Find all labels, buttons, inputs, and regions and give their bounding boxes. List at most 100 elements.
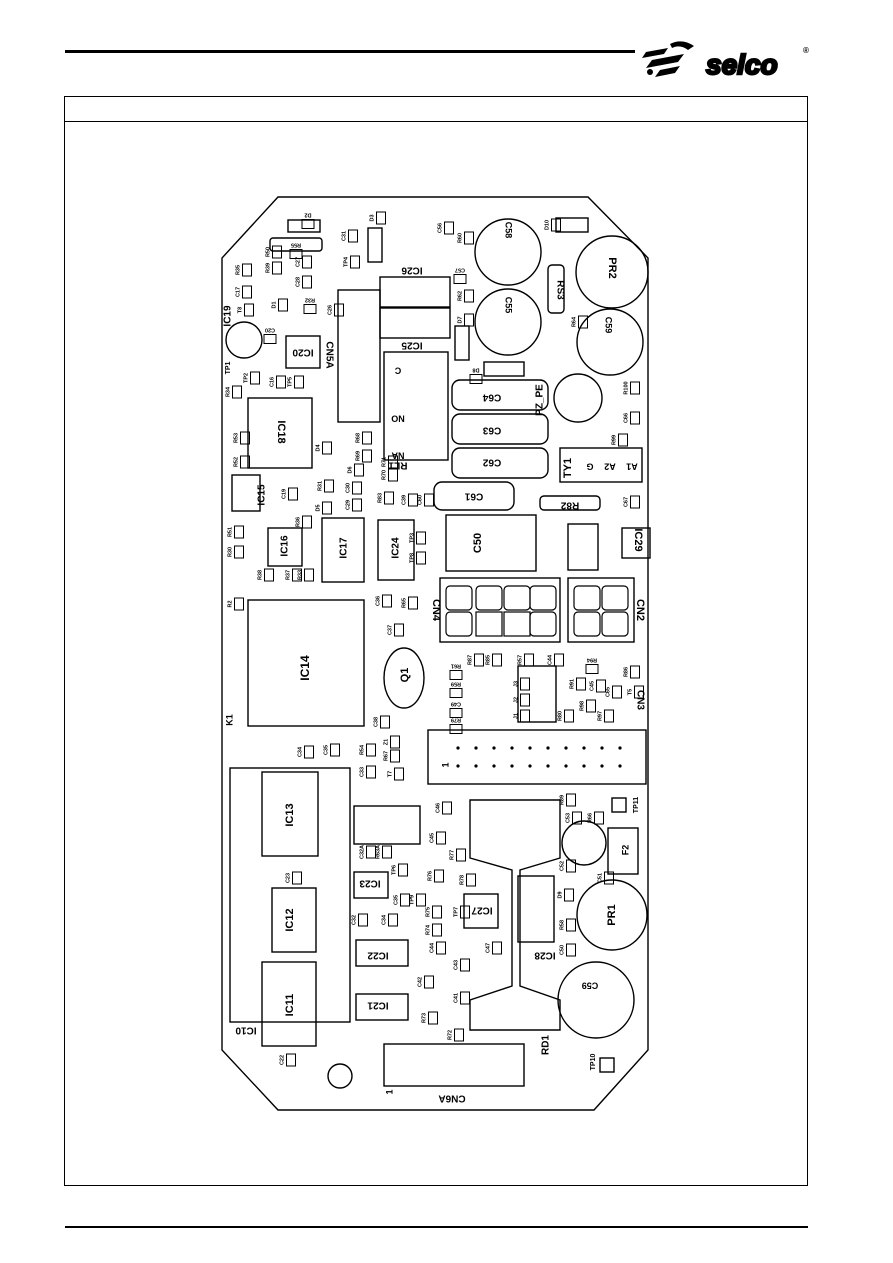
component-pad-68: [449, 670, 463, 680]
component-pad-119: [474, 653, 484, 667]
component-pad-111: [358, 913, 368, 927]
component-pad-108: [436, 941, 446, 955]
component-pad-82: [586, 699, 596, 713]
component-label-48: C60: [417, 495, 423, 505]
board-label-23: C50: [472, 533, 484, 553]
component-label-101: C32A: [359, 845, 365, 859]
connector-cn6a: [383, 1043, 525, 1087]
component-label-75: R94: [586, 657, 597, 663]
component-label-23: C26: [327, 305, 333, 315]
component-pad-8: [464, 289, 474, 303]
component-pad-103: [400, 893, 410, 907]
capacitor-c59-bottom: [557, 961, 635, 1039]
component-pad-1: [289, 249, 303, 259]
ribbon-pin: [492, 746, 496, 750]
board-label-6: IC25: [401, 339, 423, 350]
component-label-92: C51: [597, 873, 603, 883]
component-label-81: R80: [557, 711, 563, 721]
ribbon-pin: [528, 746, 532, 750]
component-pad-106: [460, 905, 470, 919]
ic20: [285, 335, 321, 369]
component-label-19: R50: [265, 247, 271, 257]
component-pad-21: [302, 275, 312, 289]
board-label-9: IC18: [275, 420, 287, 443]
component-label-60: C38: [373, 717, 379, 727]
component-pad-37: [354, 463, 364, 477]
component-label-30: R34: [225, 386, 231, 397]
ribbon-pin: [456, 764, 460, 768]
component-label-62: R54: [359, 744, 365, 755]
component-pad-65: [394, 767, 404, 781]
component-label-32: R53: [233, 433, 239, 443]
component-pad-49: [416, 531, 426, 545]
component-pad-41: [322, 501, 332, 515]
board-label-17: C62: [482, 456, 501, 467]
board-label-25: IC14: [298, 655, 312, 681]
board-label-35: IC23: [359, 877, 381, 888]
crystal-q1: [383, 647, 425, 709]
component-label-118: C22: [279, 1055, 285, 1065]
component-pad-77: [634, 685, 644, 699]
component-pad-35: [362, 431, 372, 445]
capacitor-c59-top: [576, 308, 644, 376]
ic29: [621, 527, 651, 559]
board-label-4: C59: [604, 317, 614, 334]
component-label-13: C66: [623, 413, 629, 423]
component-label-100: R63A: [375, 845, 381, 859]
component-pad-96: [456, 848, 466, 862]
component-label-85: J2: [513, 697, 519, 703]
ribbon-pin: [474, 746, 478, 750]
board-label-54: 1: [384, 1089, 394, 1094]
module-ic10: [229, 767, 351, 1023]
component-label-40: R31: [317, 481, 323, 491]
component-label-50: TP8: [409, 553, 415, 563]
resistor-rs3: [547, 264, 565, 314]
component-pad-86: [520, 677, 530, 691]
connector-cn5a: [337, 289, 381, 423]
ribbon-pin: [600, 764, 604, 768]
ribbon-pin: [618, 764, 622, 768]
component-label-24: TP4: [343, 256, 349, 267]
component-pad-0: [301, 219, 315, 229]
board-label-34: IC10: [235, 1024, 257, 1035]
board-label-29: CN3: [634, 690, 645, 710]
component-pad-50: [416, 551, 426, 565]
diode-d2: [287, 219, 321, 233]
component-label-79: C45: [589, 681, 595, 691]
component-label-44: R70: [381, 470, 387, 480]
tp10: [599, 1057, 615, 1073]
board-label-8: IC19: [223, 305, 234, 327]
component-label-86: J3: [513, 681, 519, 687]
ribbon-pin: [564, 746, 568, 750]
component-label-95: C50: [559, 945, 565, 955]
ic15: [231, 474, 261, 512]
component-pad-112: [388, 913, 398, 927]
board-label-10: IC15: [257, 484, 268, 506]
component-label-99: R76: [427, 871, 433, 881]
component-label-78: R91: [569, 679, 575, 689]
component-pad-57: [382, 594, 392, 608]
component-pad-7: [453, 274, 467, 284]
component-pad-51: [234, 525, 244, 539]
component-label-28: C16: [269, 377, 275, 387]
component-pad-29: [294, 375, 304, 389]
component-pad-79: [596, 679, 606, 693]
board-label-14: CN5A: [323, 341, 334, 368]
component-label-98: R78: [459, 875, 465, 885]
component-label-83: R97: [597, 711, 603, 721]
component-label-76: R86: [623, 667, 629, 677]
component-label-94: R58: [559, 920, 565, 930]
capacitor-pr2: [575, 235, 649, 309]
capacitor-c64: [451, 379, 549, 411]
component-pad-81: [564, 709, 574, 723]
component-label-42: C30: [345, 483, 351, 493]
capacitor-c63: [451, 413, 549, 445]
component-pad-10: [469, 374, 483, 384]
board-label-11: IC16: [280, 535, 291, 557]
component-pad-15: [630, 495, 640, 509]
ic24: [377, 519, 415, 581]
board-label-44: CN6A: [438, 1092, 465, 1103]
component-pad-116: [454, 1028, 464, 1042]
component-pad-104: [416, 893, 426, 907]
component-label-113: C42: [417, 977, 423, 987]
